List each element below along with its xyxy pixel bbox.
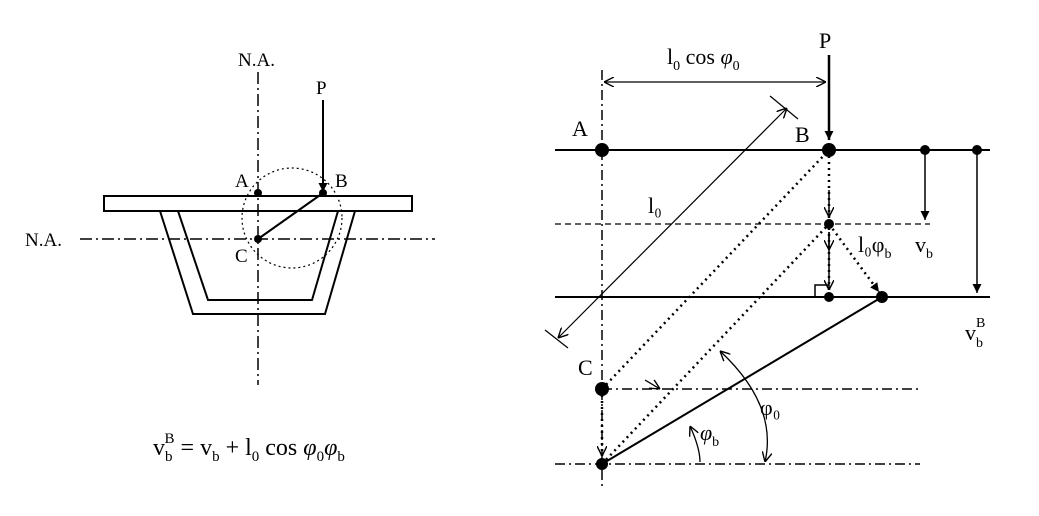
formula: vbB = vb + l0 cos φ0φb — [153, 431, 345, 465]
right-angle-marker — [814, 284, 829, 297]
rotated-arm — [601, 296, 883, 465]
point-c-label: C — [235, 246, 248, 267]
length-l0-label: l₀ — [648, 193, 662, 218]
point-a — [254, 189, 262, 197]
top-flange — [103, 195, 413, 212]
slope-tick-top — [769, 95, 799, 120]
point-a — [595, 143, 609, 157]
left-figure: N.A. N.A. P A B C — [25, 50, 435, 385]
load-label: P — [819, 28, 831, 53]
point-a-label: A — [235, 171, 249, 192]
point-c-label: C — [578, 355, 593, 380]
outer-box — [159, 210, 356, 315]
slope-tick-bottom — [544, 329, 569, 349]
inner-box — [177, 210, 339, 301]
vb-label: vb — [915, 232, 933, 262]
phib-arc — [690, 426, 701, 463]
dimension-top-label: l0 cos φ0 — [667, 44, 740, 74]
dotted-bottom-mid — [601, 223, 830, 465]
c-level-arrow — [644, 379, 660, 389]
point-a-label: A — [572, 116, 588, 141]
point-foot — [824, 292, 834, 302]
point-b-label: B — [335, 171, 348, 192]
na-left-label: N.A. — [25, 230, 62, 251]
slope-dimension — [558, 108, 787, 338]
vbB-label: vbB — [965, 316, 985, 351]
phi0-label: φ₀ — [760, 395, 780, 420]
dotted-rotation — [827, 223, 881, 293]
right-figure: l0 cos φ0 P A B C l₀ — [544, 28, 990, 488]
phi0-arc — [720, 351, 767, 462]
rotation-circle — [241, 167, 343, 269]
na-top-label: N.A. — [238, 50, 275, 71]
point-b-label: B — [795, 122, 810, 147]
rotation-l0phib-label: l₀φb — [858, 232, 891, 262]
load-label: P — [316, 78, 327, 99]
phib-label: φb — [700, 420, 719, 450]
arm-cb — [257, 192, 324, 240]
dotted-cb — [601, 149, 830, 390]
